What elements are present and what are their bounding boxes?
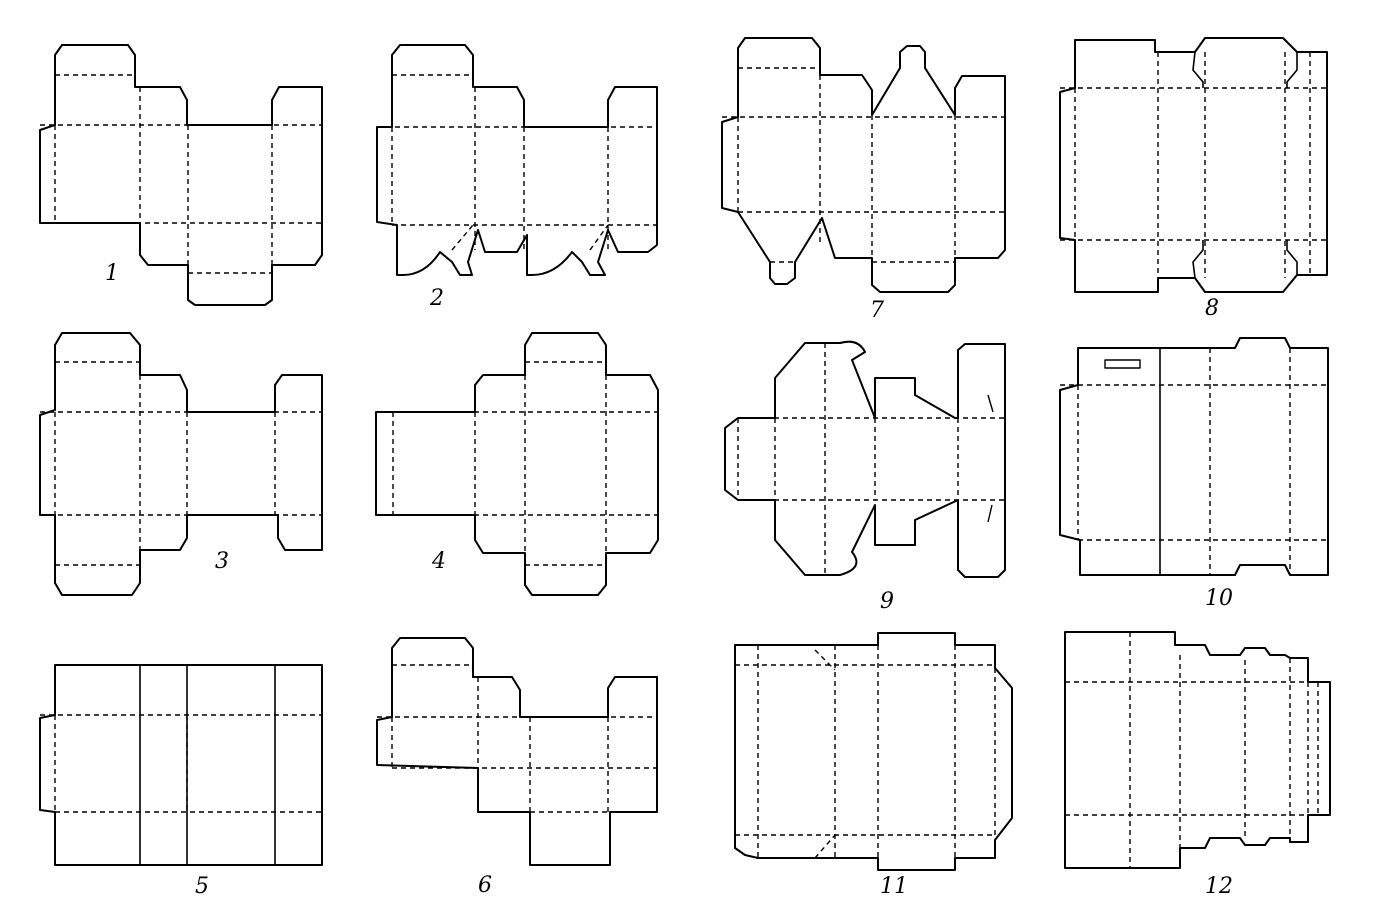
dieline-12: 12 bbox=[1064, 631, 1331, 899]
dieline-2: 2 bbox=[376, 44, 658, 311]
figure-label-9: 9 bbox=[880, 589, 894, 614]
dieline-7: 7 bbox=[721, 37, 1006, 323]
figure-label-5: 5 bbox=[195, 874, 209, 899]
figure-label-12: 12 bbox=[1205, 874, 1233, 899]
dieline-5: 5 bbox=[39, 664, 323, 899]
dieline-10: 10 bbox=[1059, 337, 1329, 611]
figure-label-7: 7 bbox=[870, 298, 884, 323]
figure-label-4: 4 bbox=[431, 549, 446, 574]
dieline-4: 4 bbox=[375, 332, 659, 596]
dieline-3: 3 bbox=[39, 332, 323, 596]
figure-label-2: 2 bbox=[429, 286, 444, 311]
dieline-1: 1 bbox=[39, 44, 323, 306]
figure-label-10: 10 bbox=[1205, 586, 1233, 611]
dieline-8: 8 bbox=[1059, 37, 1328, 321]
figure-label-1: 1 bbox=[105, 261, 119, 286]
dieline-11: 11 bbox=[734, 632, 1013, 899]
figure-label-3: 3 bbox=[215, 549, 229, 574]
dieline-6: 6 bbox=[376, 637, 658, 898]
figure-label-8: 8 bbox=[1205, 296, 1219, 321]
dieline-9: 9 bbox=[724, 340, 1006, 614]
figure-label-6: 6 bbox=[478, 873, 492, 898]
figure-label-11: 11 bbox=[880, 874, 908, 899]
